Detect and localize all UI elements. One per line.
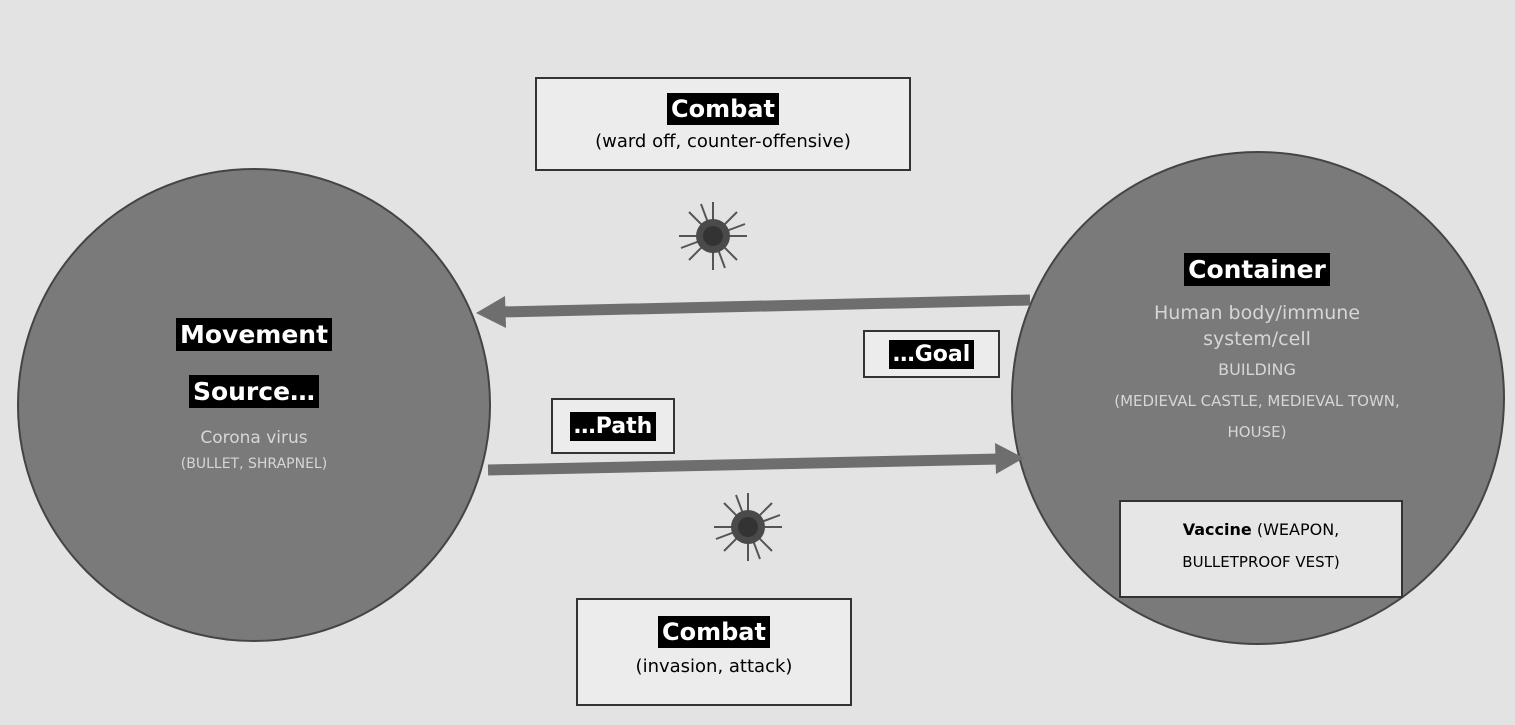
container-line-5: HOUSE) xyxy=(1227,423,1287,441)
combat-top-box: Combat (ward off, counter-offensive) xyxy=(535,77,911,171)
combat-bottom-box: Combat (invasion, attack) xyxy=(576,598,852,706)
combat-bottom-subtitle: (invasion, attack) xyxy=(635,656,793,677)
source-text: Movement Source… Corona virus (BULLET, S… xyxy=(54,318,454,472)
movement-label: Movement xyxy=(175,318,333,351)
path-label: …Path xyxy=(569,412,657,441)
arrow-to-container xyxy=(487,443,1024,476)
vaccine-line-1: (WEAPON, xyxy=(1256,520,1340,539)
arrow-to-source xyxy=(476,294,1031,328)
goal-box: …Goal xyxy=(863,330,1000,378)
source-line-2: (BULLET, SHRAPNEL) xyxy=(180,456,328,472)
vaccine-box: Vaccine (WEAPON, BULLETPROOF VEST) xyxy=(1119,500,1403,598)
combat-top-title: Combat xyxy=(667,93,779,125)
container-label: Container xyxy=(1184,253,1330,286)
vaccine-title: Vaccine xyxy=(1182,520,1252,539)
combat-bottom-title: Combat xyxy=(658,616,770,648)
container-text: Container Human body/immune system/cell … xyxy=(1050,253,1464,441)
vaccine-line-2: BULLETPROOF VEST) xyxy=(1182,553,1340,571)
container-line-1: Human body/immune xyxy=(1153,302,1361,324)
virus-icon-top xyxy=(678,201,748,271)
container-line-3: BUILDING xyxy=(1218,360,1296,379)
container-line-2: system/cell xyxy=(1203,328,1311,350)
source-line-1: Corona virus xyxy=(200,428,308,448)
goal-label: …Goal xyxy=(888,340,975,369)
container-line-4: (MEDIEVAL CASTLE, MEDIEVAL TOWN, xyxy=(1114,392,1400,410)
source-label: Source… xyxy=(188,375,320,408)
path-box: …Path xyxy=(551,398,675,454)
combat-top-subtitle: (ward off, counter-offensive) xyxy=(595,131,851,152)
virus-icon-bottom xyxy=(713,492,783,562)
